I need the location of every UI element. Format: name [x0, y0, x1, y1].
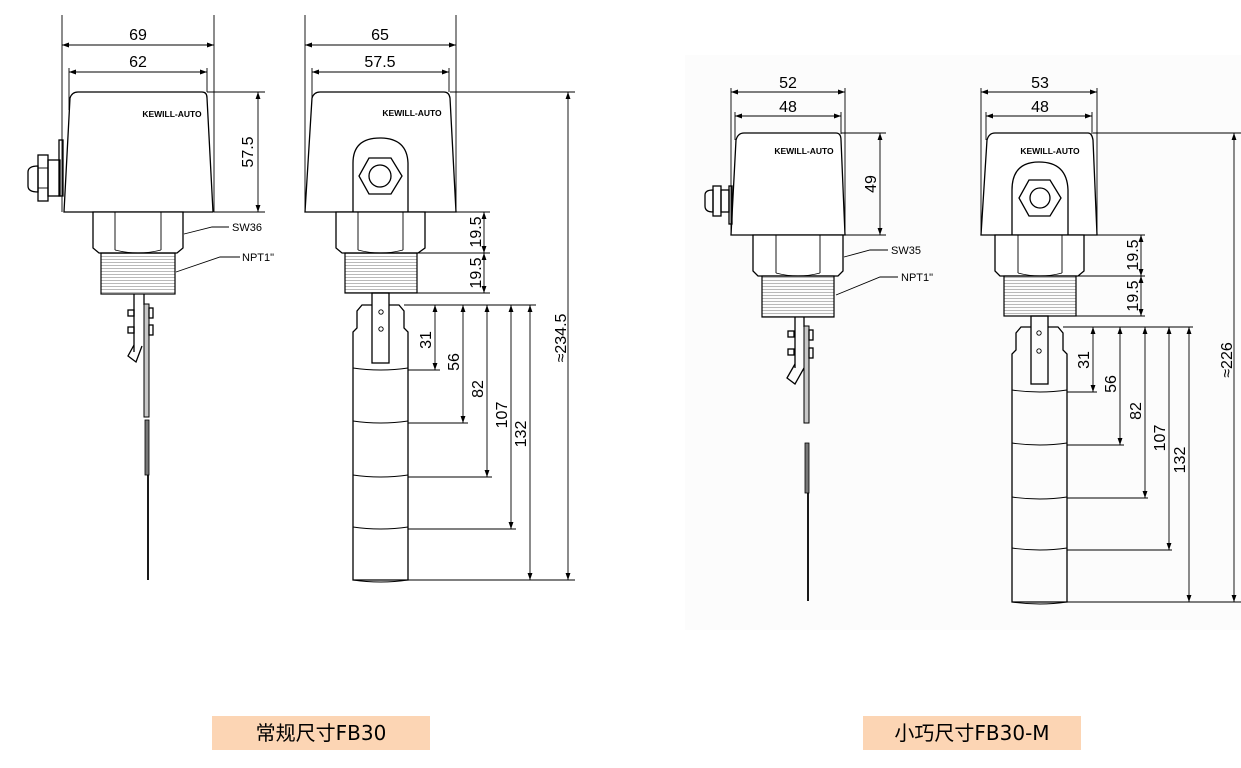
dim-standard-front-width-inner: 57.5: [364, 54, 395, 71]
dim-standard-side-height: 57.5: [240, 136, 257, 167]
dim-standard-side-width-outer: 69: [129, 27, 147, 44]
dim-standard-level-2: 56: [446, 353, 463, 371]
dim-standard-front-width-outer: 65: [371, 27, 389, 44]
dim-compact-level-2: 56: [1103, 375, 1120, 393]
paddle-stem: [786, 317, 814, 601]
float-level-dimensions: 31 56 82 107 132: [1063, 326, 1241, 603]
dim-standard-thread-height: 19.5: [468, 257, 485, 288]
dim-standard-level-1: 31: [418, 331, 435, 349]
dim-compact-level-5: 132: [1172, 447, 1189, 474]
dim-standard-side-width-inner: 62: [129, 54, 147, 71]
dim-compact-level-3: 82: [1128, 402, 1145, 420]
brand-label: KEWILL-AUTO: [1020, 146, 1080, 156]
caption-compact-size: 小巧尺寸FB30-M: [863, 716, 1081, 750]
caption-standard-size: 常规尺寸FB30: [212, 716, 430, 750]
dim-compact-level-1: 31: [1076, 351, 1093, 369]
float-level-dimensions: 31 56 82 107 132: [404, 304, 575, 581]
brand-label: KEWILL-AUTO: [774, 146, 834, 156]
brand-label: KEWILL-AUTO: [382, 108, 442, 118]
dim-compact-hex-height: 19.5: [1125, 239, 1142, 270]
standard-front-view: 65 57.5 KEWILL-AUTO 19.5 19.5: [304, 15, 575, 583]
dim-compact-side-height: 49: [863, 175, 880, 193]
float-body: [352, 292, 409, 583]
dim-standard-level-5: 132: [513, 421, 530, 448]
dim-standard-hex-height: 19.5: [468, 216, 485, 247]
dim-compact-level-4: 107: [1152, 425, 1169, 452]
paddle-stem: [127, 294, 154, 580]
dim-standard-level-4: 107: [494, 402, 511, 429]
dim-compact-side-width-inner: 48: [779, 99, 797, 116]
dim-standard-level-3: 82: [470, 380, 487, 398]
compact-front-view: 53 48 KEWILL-AUTO 19.5 19.5: [980, 75, 1241, 605]
float-body: [1011, 315, 1068, 605]
callout-compact-wrench: SW35: [891, 245, 921, 257]
callout-standard-thread: NPT1": [242, 252, 274, 264]
dim-compact-front-width-outer: 53: [1031, 75, 1049, 92]
cable-gland: [27, 139, 64, 202]
brand-label: KEWILL-AUTO: [142, 109, 202, 119]
dim-standard-total-length: ≈234.5: [553, 313, 570, 362]
cable-gland: [704, 185, 733, 225]
callout-compact-thread: NPT1": [901, 272, 933, 284]
dim-compact-side-width-outer: 52: [779, 75, 797, 92]
compact-side-view: 52 48 KEWILL-AUTO 49 SW35 NPT1": [704, 75, 933, 601]
standard-side-view: 69 62 KEWILL-AUTO 57.5 SW36: [27, 15, 274, 580]
dim-compact-total-length: ≈226: [1219, 342, 1236, 378]
callout-standard-wrench: SW36: [232, 222, 262, 234]
dim-compact-thread-height: 19.5: [1125, 280, 1142, 311]
dim-compact-front-width-inner: 48: [1031, 99, 1049, 116]
